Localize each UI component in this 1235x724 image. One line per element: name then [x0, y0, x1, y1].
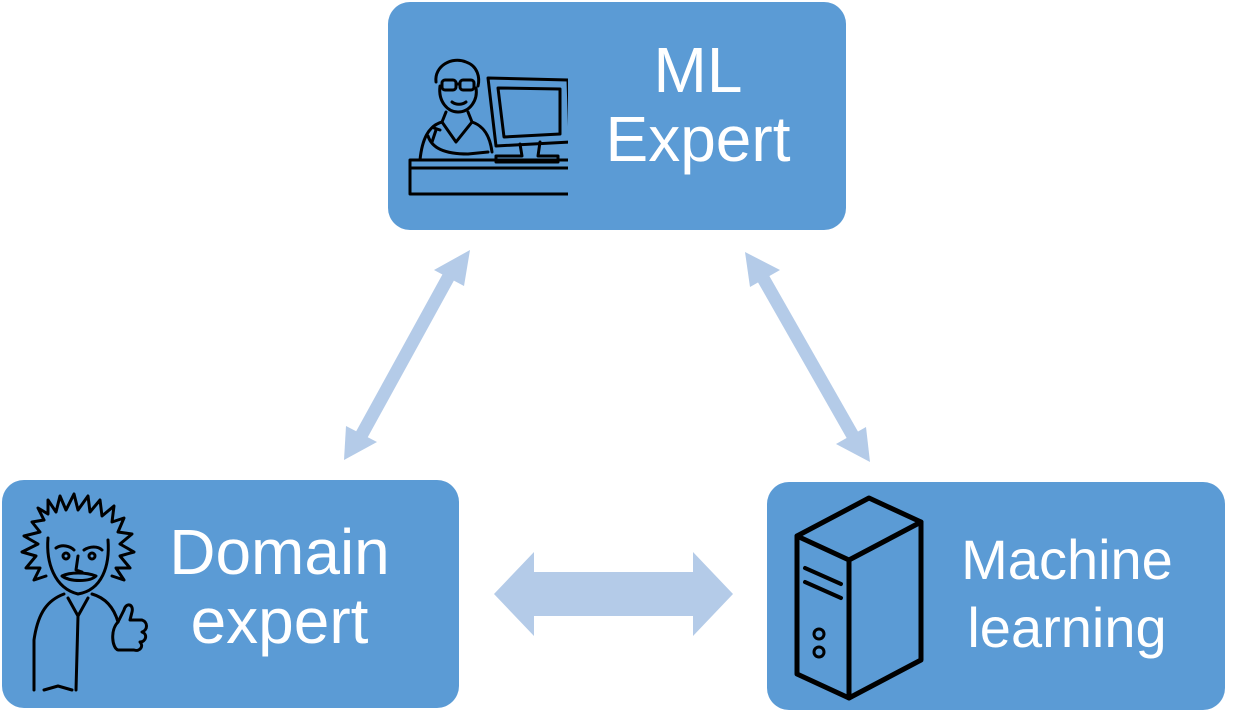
arrow-ml-domain: [344, 250, 470, 460]
arrow-domain-machine: [494, 552, 733, 636]
ml-expert-label: ML Expert: [578, 34, 818, 176]
scientist-thumbs-up-icon: [20, 492, 148, 692]
ml-expert-node: ML Expert: [388, 2, 846, 230]
machine-learning-label: Machine learning: [932, 526, 1202, 663]
machine-learning-node: Machine learning: [767, 482, 1225, 710]
machine-learning-label-line1: Machine: [961, 528, 1173, 591]
server-tower-icon: [794, 495, 924, 701]
domain-expert-label-line1: Domain: [169, 516, 390, 588]
ml-expert-label-line2: Expert: [605, 103, 791, 176]
domain-expert-label-line2: expert: [190, 585, 369, 658]
domain-expert-node: Domain expert: [2, 480, 459, 708]
arrow-ml-machine: [745, 252, 870, 462]
machine-learning-label-line2: learning: [967, 596, 1167, 660]
domain-expert-label: Domain expert: [142, 516, 417, 658]
programmer-at-computer-icon: [408, 58, 568, 196]
ml-expert-label-line1: ML: [653, 34, 743, 106]
